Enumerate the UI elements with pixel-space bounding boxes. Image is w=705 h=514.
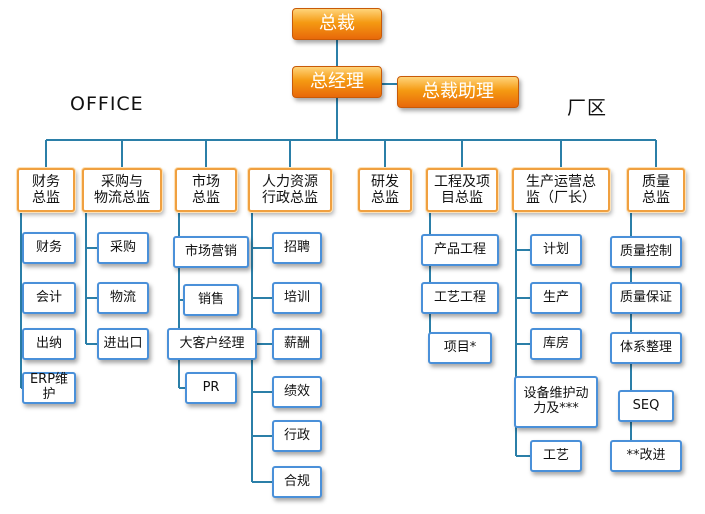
sub-department-box: 行政 [272, 420, 322, 452]
sub-department-box: 计划 [530, 234, 582, 266]
president-box: 总裁 [292, 8, 382, 40]
president-assistant-box: 总裁助理 [397, 76, 519, 108]
sub-department-box: 采购 [97, 232, 149, 264]
sub-department-box: 产品工程 [421, 234, 499, 266]
sub-department-box: 质量控制 [610, 236, 682, 268]
sub-department-box: **改进 [610, 440, 682, 472]
sub-department-box: 项目* [428, 332, 492, 364]
director-box: 生产运营总 监（厂长） [512, 168, 610, 212]
director-box: 工程及项 目总监 [426, 168, 498, 212]
sub-department-box: 培训 [272, 282, 322, 314]
sub-department-box: 会计 [22, 282, 76, 314]
sub-department-box: 工艺工程 [421, 282, 499, 314]
sub-department-box: 大客户经理 [167, 328, 257, 360]
sub-department-box: 工艺 [530, 440, 582, 472]
sub-department-box: 体系整理 [610, 332, 682, 364]
sub-department-box: 薪酬 [272, 328, 322, 360]
director-box: 质量 总监 [627, 168, 685, 212]
sub-department-box: ERP维护 [22, 372, 76, 404]
sub-department-box: 出纳 [22, 328, 76, 360]
sub-department-box: 物流 [97, 282, 149, 314]
director-box: 财务 总监 [17, 168, 75, 212]
director-box: 人力资源 行政总监 [248, 168, 332, 212]
sub-department-box: 库房 [530, 328, 582, 360]
director-box: 研发 总监 [358, 168, 412, 212]
sub-department-box: SEQ [618, 390, 674, 422]
sub-department-box: 市场营销 [173, 236, 249, 268]
general-manager-box: 总经理 [292, 66, 382, 98]
sub-department-box: 质量保证 [610, 282, 682, 314]
sub-department-box: 设备维护动 力及*** [514, 376, 598, 428]
office-region-label: OFFICE [70, 93, 144, 115]
sub-department-box: 销售 [183, 284, 239, 316]
director-box: 市场 总监 [175, 168, 237, 212]
sub-department-box: 进出口 [97, 328, 149, 360]
sub-department-box: PR [185, 372, 237, 404]
sub-department-box: 生产 [530, 282, 582, 314]
plant-region-label: 厂区 [567, 97, 608, 119]
director-box: 采购与 物流总监 [82, 168, 162, 212]
sub-department-box: 财务 [22, 232, 76, 264]
sub-department-box: 招聘 [272, 232, 322, 264]
sub-department-box: 绩效 [272, 376, 322, 408]
sub-department-box: 合规 [272, 466, 322, 498]
